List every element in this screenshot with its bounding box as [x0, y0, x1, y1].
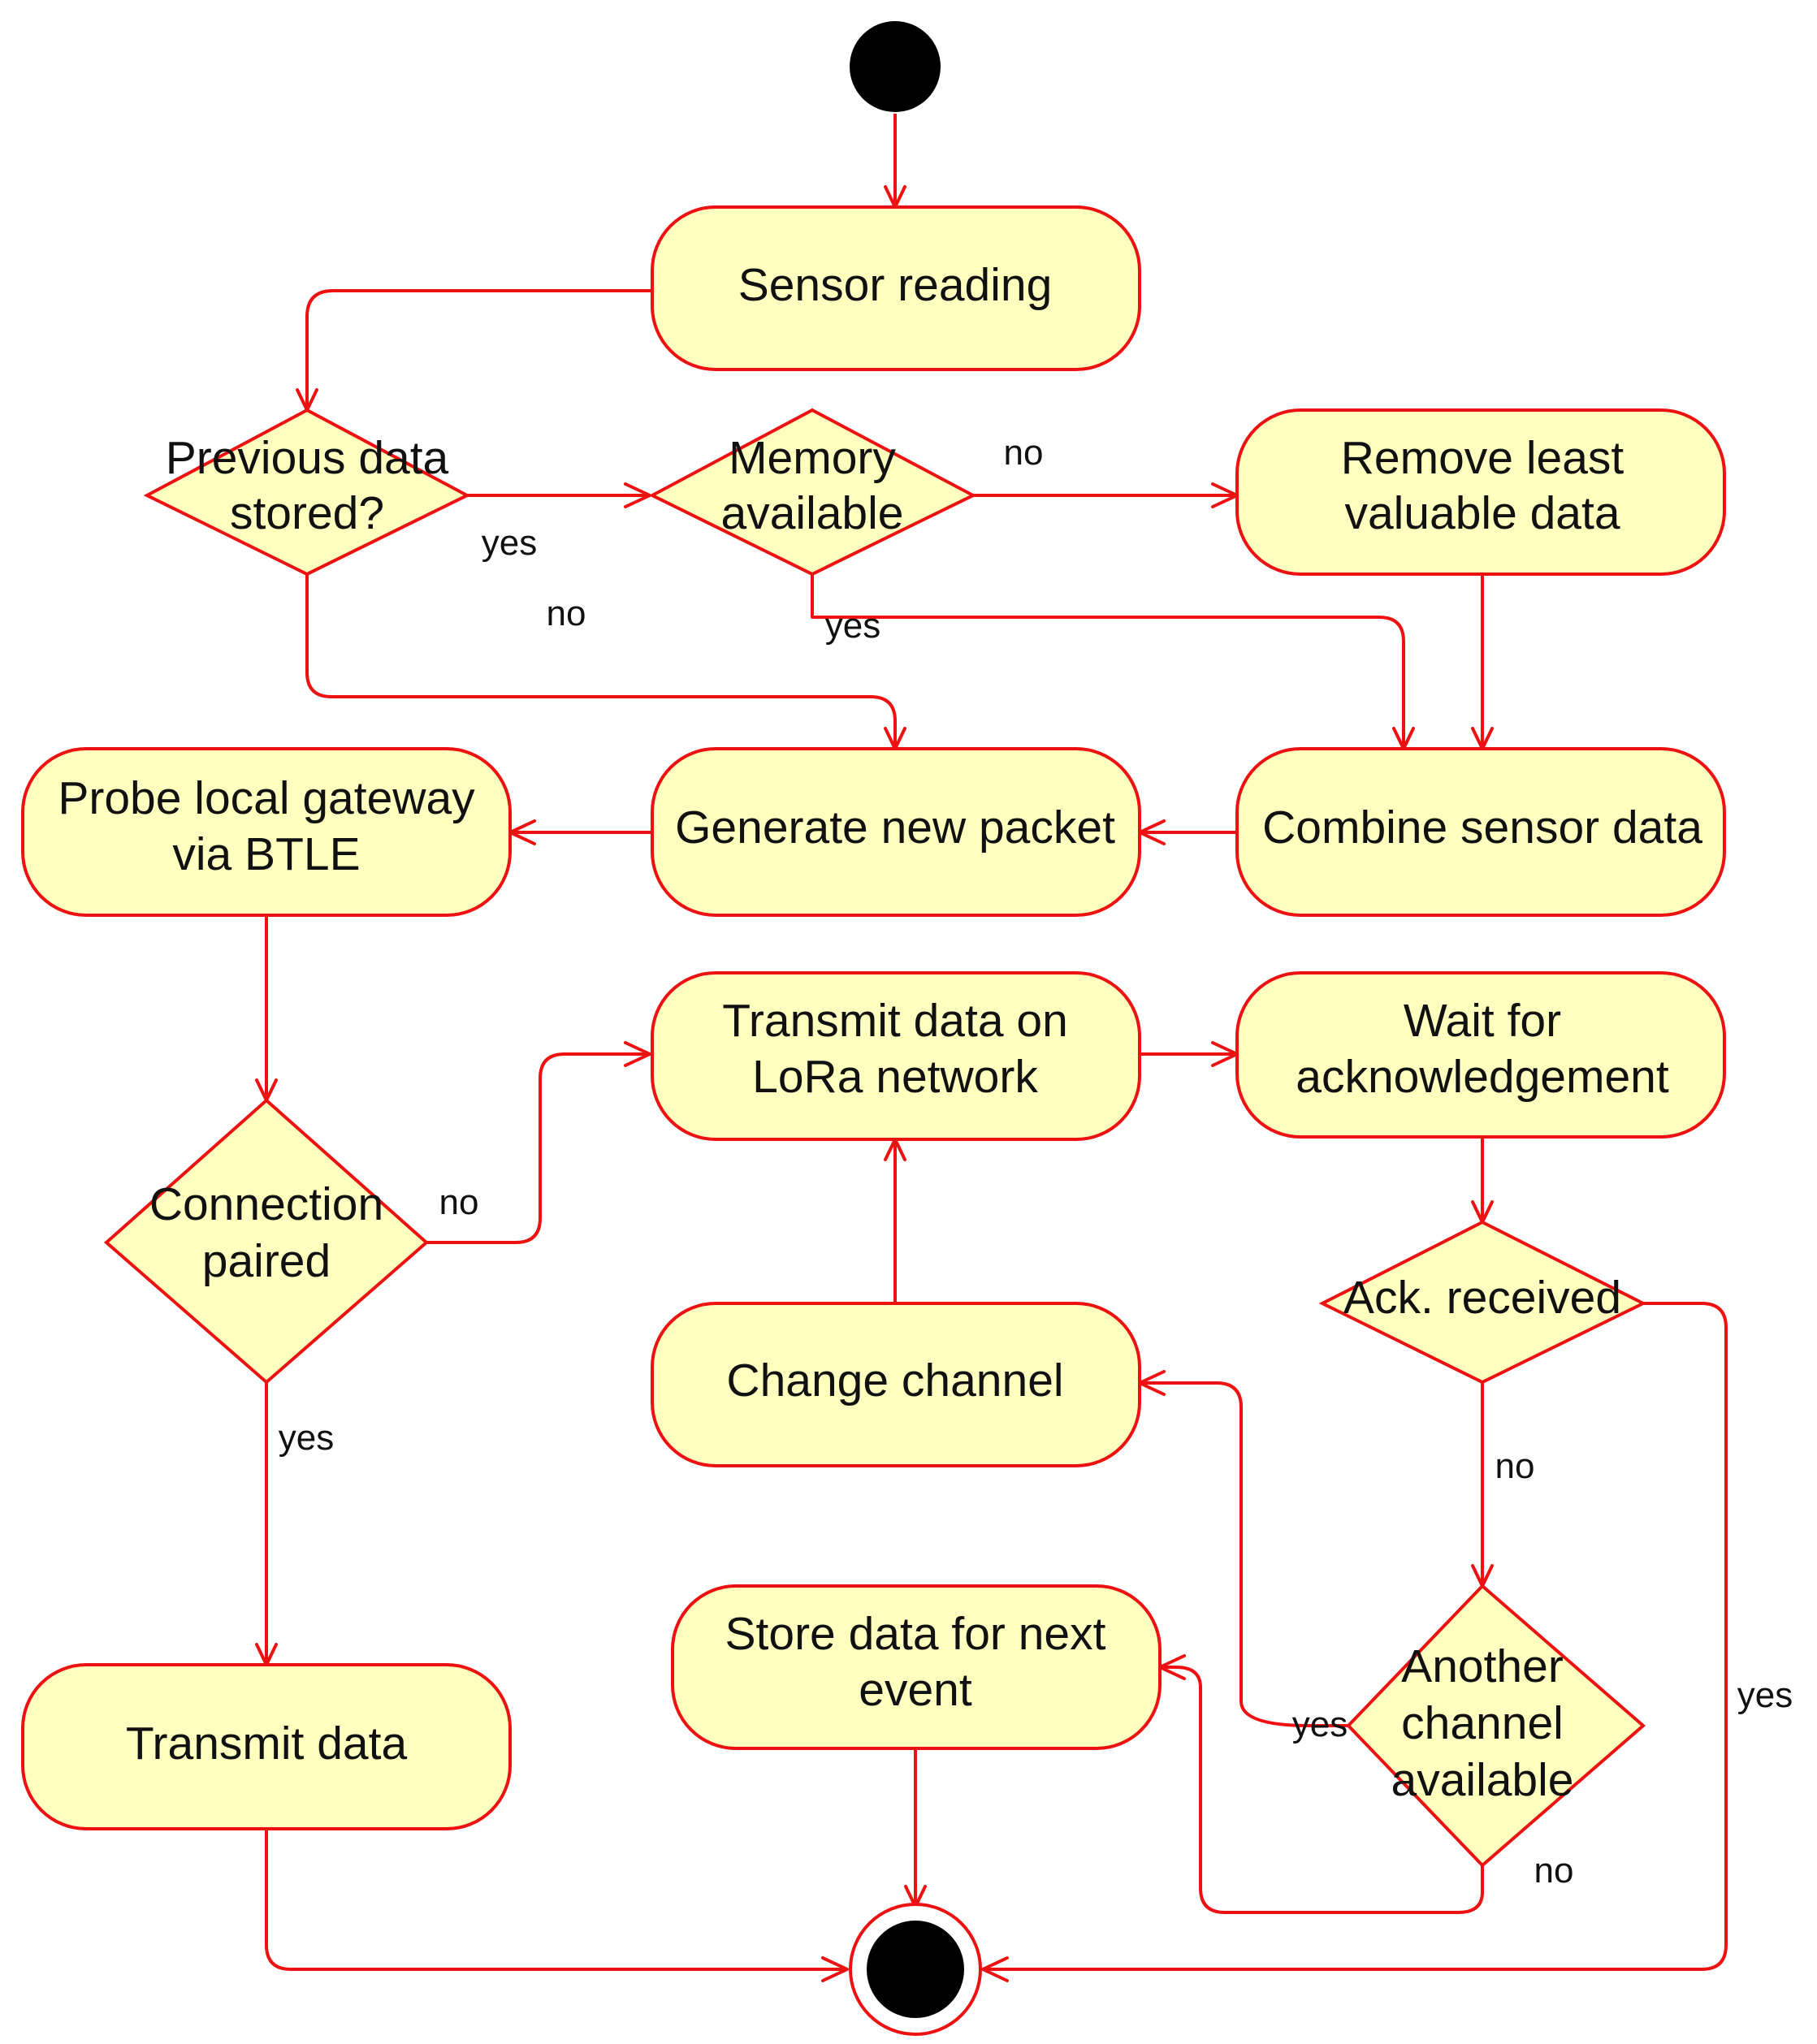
action-wait-for-ack-label: acknowledgement	[1296, 1051, 1669, 1103]
action-sensor-reading-label: Sensor reading	[738, 259, 1053, 311]
action-transmit-lora-label: Transmit data on	[722, 995, 1068, 1047]
action-probe-local-gateway-label: Probe local gateway	[58, 772, 475, 824]
edge-connection-to-lora	[426, 1052, 650, 1244]
action-change-channel: Change channel	[651, 1302, 1141, 1467]
edge-previous-to-generate	[305, 574, 897, 749]
decision-another-channel-label: channel	[1401, 1697, 1564, 1749]
action-combine-sensor-data-label: Combine sensor data	[1262, 802, 1702, 853]
decision-connection-paired: Connection paired	[103, 1098, 430, 1385]
edge-sensor-reading-to-previous-data	[305, 289, 652, 410]
action-remove-least-valuable-label: Remove least	[1341, 432, 1624, 484]
decision-another-channel-label: available	[1391, 1754, 1574, 1806]
action-probe-local-gateway-label: via BTLE	[172, 828, 360, 880]
decision-ack-received: Ack. received	[1318, 1220, 1647, 1385]
decision-previous-data-stored: Previous data stored?	[143, 408, 471, 577]
action-sensor-reading: Sensor reading	[651, 205, 1141, 371]
action-remove-least-valuable: Remove least valuable data	[1235, 408, 1726, 576]
decision-ack-received-label: Ack. received	[1343, 1272, 1621, 1324]
edge-label-ack-yes: yes	[1737, 1675, 1793, 1715]
edge-labels: yes no no yes no yes no yes yes no	[279, 433, 1793, 1891]
decision-another-channel-label: Another	[1401, 1640, 1564, 1692]
action-wait-for-ack-label: Wait for	[1404, 995, 1561, 1047]
decision-memory-available-label: available	[721, 487, 904, 539]
action-store-data-label: event	[859, 1664, 972, 1716]
edge-transmit-data-to-end	[265, 1829, 847, 1971]
action-transmit-data: Transmit data	[21, 1663, 512, 1830]
decision-connection-paired-label: paired	[202, 1235, 331, 1287]
edge-label-previous-yes: yes	[482, 523, 537, 563]
action-store-data: Store data for next event	[671, 1584, 1162, 1750]
action-wait-for-ack: Wait for acknowledgement	[1235, 971, 1726, 1139]
edge-label-memory-no: no	[1004, 433, 1044, 473]
decision-previous-data-stored-label: Previous data	[166, 432, 449, 484]
initial-node	[850, 21, 941, 112]
action-transmit-data-label: Transmit data	[126, 1718, 408, 1770]
edge-label-connection-yes: yes	[279, 1418, 334, 1458]
action-combine-sensor-data: Combine sensor data	[1235, 747, 1726, 917]
action-change-channel-label: Change channel	[726, 1355, 1063, 1407]
edge-label-memory-yes: yes	[825, 606, 880, 646]
edge-label-connection-no: no	[439, 1182, 479, 1222]
edges	[265, 114, 1728, 1971]
action-store-data-label: Store data for next	[725, 1608, 1106, 1660]
edge-another-to-change-channel	[1140, 1381, 1348, 1727]
decision-memory-available-label: Memory	[729, 432, 896, 484]
action-transmit-lora-label: LoRa network	[752, 1051, 1038, 1103]
decision-another-channel: Another channel available	[1346, 1584, 1646, 1868]
decision-previous-data-stored-label: stored?	[230, 487, 384, 539]
final-node	[849, 1903, 982, 2036]
arrowhead-right	[624, 1041, 651, 1067]
edge-label-ack-no: no	[1495, 1446, 1535, 1486]
arrowhead-right	[821, 1956, 849, 1982]
decision-connection-paired-label: Connection	[149, 1178, 383, 1230]
action-probe-local-gateway: Probe local gateway via BTLE	[21, 747, 512, 917]
action-transmit-lora: Transmit data on LoRa network	[651, 971, 1141, 1141]
edge-memory-to-combine	[811, 574, 1405, 749]
action-generate-new-packet-label: Generate new packet	[675, 802, 1115, 853]
edge-label-previous-no: no	[547, 594, 586, 633]
edge-label-another-no: no	[1534, 1851, 1574, 1891]
edge-another-to-store	[1160, 1666, 1484, 1914]
edge-label-another-yes: yes	[1292, 1705, 1348, 1744]
arrowhead-left	[981, 1956, 1009, 1982]
decision-memory-available: Memory available	[648, 408, 977, 577]
action-remove-least-valuable-label: valuable data	[1344, 487, 1620, 539]
edge-ack-to-end	[983, 1302, 1728, 1971]
action-generate-new-packet: Generate new packet	[651, 747, 1141, 917]
